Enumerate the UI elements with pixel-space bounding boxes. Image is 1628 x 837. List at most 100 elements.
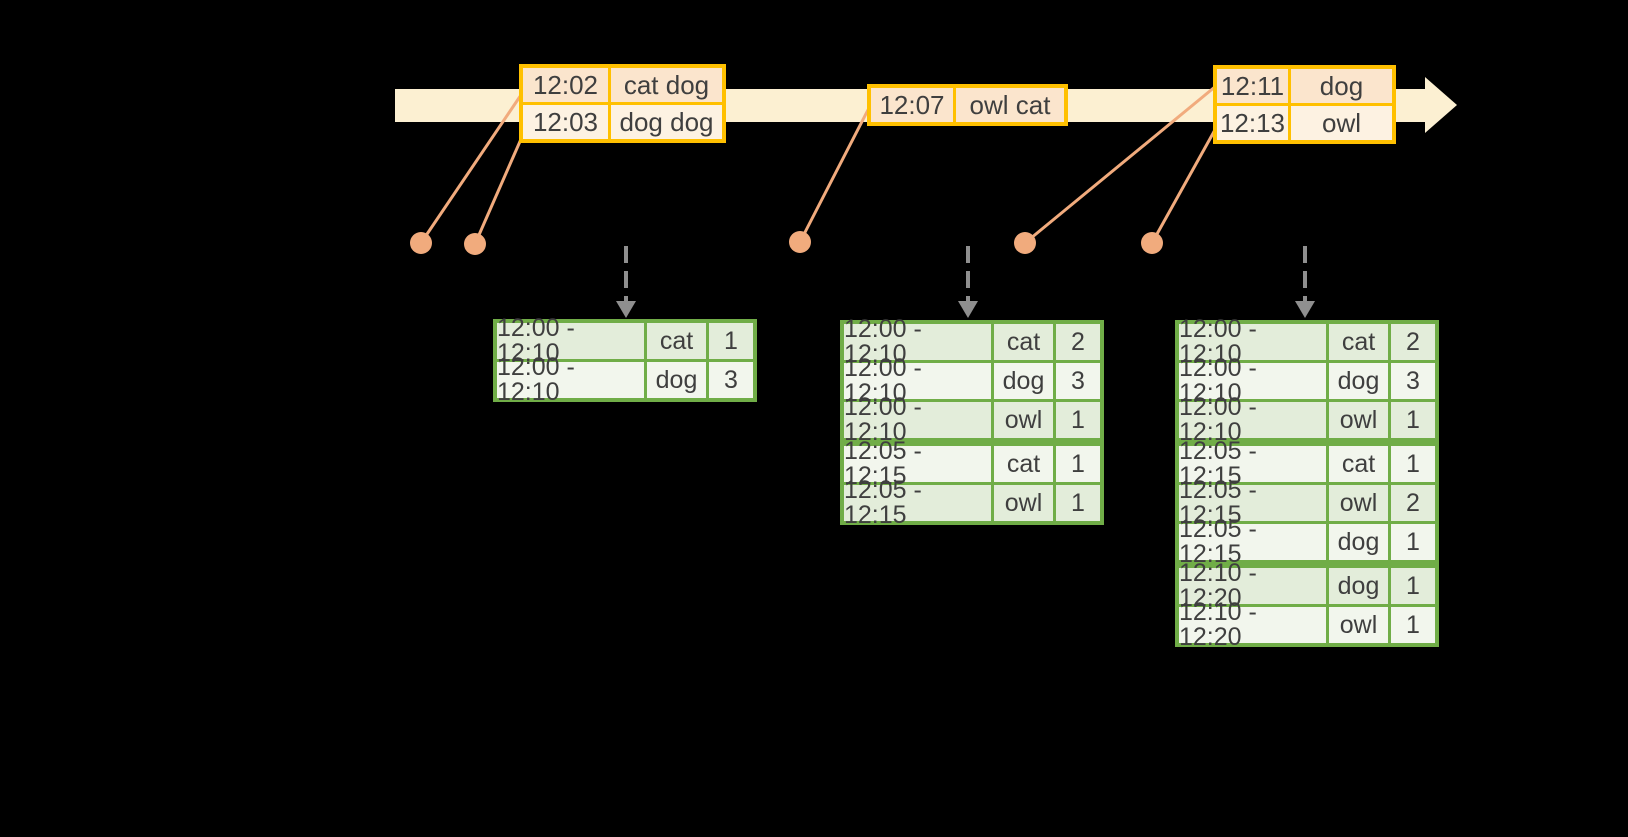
event-table-2: 12:07 owl cat (867, 84, 1068, 126)
event-connector-line (1150, 127, 1218, 244)
word-cell: owl (994, 485, 1053, 521)
table-row: 12:10 - 12:20 owl 1 (1179, 600, 1435, 650)
event-dot (1141, 232, 1163, 254)
word-cell: owl (1329, 402, 1388, 438)
event-time-cell: 12:11 (1217, 69, 1288, 103)
count-cell: 2 (1391, 324, 1435, 360)
event-table-1: 12:02 cat dog 12:03 dog dog (519, 64, 726, 143)
word-cell: owl (994, 402, 1053, 438)
count-cell: 3 (1391, 363, 1435, 399)
count-cell: 2 (1391, 485, 1435, 521)
window-cell: 12:00 - 12:10 (844, 317, 991, 367)
result-table-1: 12:00 - 12:10 cat 1 12:00 - 12:10 dog 3 (493, 316, 757, 405)
event-connector-line (419, 91, 525, 244)
window-cell: 12:00 - 12:10 (497, 355, 644, 405)
event-words-cell: owl cat (956, 88, 1064, 122)
table-row: 12:05 - 12:15 owl 1 (844, 478, 1100, 528)
window-cell: 12:05 - 12:15 (844, 439, 991, 489)
window-group: 12:05 - 12:15 cat 1 12:05 - 12:15 owl 2 … (1179, 439, 1435, 567)
trigger-arrows (616, 246, 1315, 318)
window-cell: 12:05 - 12:15 (1179, 478, 1326, 528)
event-words-cell: owl (1291, 106, 1392, 140)
window-group: 12:00 - 12:10 cat 2 12:00 - 12:10 dog 3 … (1179, 317, 1435, 445)
event-words-cell: dog dog (611, 105, 722, 139)
event-connector-lines (419, 84, 1218, 245)
table-row: 12:00 - 12:10 cat 1 (497, 316, 753, 366)
event-words-cell: cat dog (611, 68, 722, 102)
word-cell: cat (994, 324, 1053, 360)
event-dot (1014, 232, 1036, 254)
window-group: 12:10 - 12:20 dog 1 12:10 - 12:20 owl 1 (1179, 561, 1435, 650)
count-cell: 1 (1391, 402, 1435, 438)
count-cell: 1 (1056, 402, 1100, 438)
table-row: 12:03 dog dog (523, 105, 722, 139)
window-cell: 12:05 - 12:15 (1179, 517, 1326, 567)
window-cell: 12:00 - 12:10 (844, 395, 991, 445)
count-cell: 3 (1056, 363, 1100, 399)
table-row: 12:05 - 12:15 dog 1 (1179, 517, 1435, 567)
word-cell: cat (1329, 446, 1388, 482)
word-cell: owl (1329, 485, 1388, 521)
event-dot (464, 233, 486, 255)
count-cell: 1 (1391, 568, 1435, 604)
window-cell: 12:05 - 12:15 (844, 478, 991, 528)
table-row: 12:11 dog (1217, 69, 1392, 103)
down-arrow-icon (1295, 246, 1315, 318)
table-row: 12:05 - 12:15 cat 1 (1179, 439, 1435, 489)
table-row: 12:00 - 12:10 cat 2 (844, 317, 1100, 367)
table-row: 12:13 owl (1217, 106, 1392, 140)
event-dot (789, 231, 811, 253)
event-connector-line (798, 105, 872, 243)
table-row: 12:05 - 12:15 cat 1 (844, 439, 1100, 489)
word-cell: cat (647, 323, 706, 359)
timeline-arrowhead-icon (1425, 77, 1457, 133)
down-arrow-icon (616, 246, 636, 318)
event-dot (410, 232, 432, 254)
count-cell: 3 (709, 362, 753, 398)
window-cell: 12:00 - 12:10 (1179, 356, 1326, 406)
event-time-cell: 12:03 (523, 105, 608, 139)
word-cell: cat (994, 446, 1053, 482)
window-group: 12:00 - 12:10 cat 2 12:00 - 12:10 dog 3 … (844, 317, 1100, 445)
table-row: 12:00 - 12:10 cat 2 (1179, 317, 1435, 367)
word-cell: dog (1329, 524, 1388, 560)
count-cell: 1 (1056, 485, 1100, 521)
window-cell: 12:00 - 12:10 (844, 356, 991, 406)
event-table-3: 12:11 dog 12:13 owl (1213, 65, 1396, 144)
count-cell: 1 (1391, 446, 1435, 482)
event-time-cell: 12:07 (871, 88, 953, 122)
word-cell: cat (1329, 324, 1388, 360)
window-cell: 12:05 - 12:15 (1179, 439, 1326, 489)
word-cell: owl (1329, 607, 1388, 643)
word-cell: dog (1329, 568, 1388, 604)
word-cell: dog (994, 363, 1053, 399)
count-cell: 2 (1056, 324, 1100, 360)
event-dots (410, 231, 1163, 255)
window-cell: 12:10 - 12:20 (1179, 600, 1326, 650)
table-row: 12:00 - 12:10 owl 1 (844, 395, 1100, 445)
window-group: 12:00 - 12:10 cat 1 12:00 - 12:10 dog 3 (497, 316, 753, 405)
result-table-3: 12:00 - 12:10 cat 2 12:00 - 12:10 dog 3 … (1175, 317, 1439, 650)
event-time-cell: 12:02 (523, 68, 608, 102)
count-cell: 1 (1391, 524, 1435, 560)
word-cell: dog (647, 362, 706, 398)
event-connector-line (473, 129, 527, 245)
table-row: 12:05 - 12:15 owl 2 (1179, 478, 1435, 528)
result-table-2: 12:00 - 12:10 cat 2 12:00 - 12:10 dog 3 … (840, 317, 1104, 528)
table-row: 12:07 owl cat (871, 88, 1064, 122)
down-arrow-icon (958, 246, 978, 318)
count-cell: 1 (709, 323, 753, 359)
word-cell: dog (1329, 363, 1388, 399)
table-row: 12:00 - 12:10 owl 1 (1179, 395, 1435, 445)
event-words-cell: dog (1291, 69, 1392, 103)
table-row: 12:00 - 12:10 dog 3 (497, 355, 753, 405)
count-cell: 1 (1056, 446, 1100, 482)
window-cell: 12:00 - 12:10 (1179, 395, 1326, 445)
event-time-cell: 12:13 (1217, 106, 1288, 140)
count-cell: 1 (1391, 607, 1435, 643)
table-row: 12:00 - 12:10 dog 3 (1179, 356, 1435, 406)
window-group: 12:05 - 12:15 cat 1 12:05 - 12:15 owl 1 (844, 439, 1100, 528)
table-row: 12:00 - 12:10 dog 3 (844, 356, 1100, 406)
event-connector-line (1024, 84, 1217, 245)
